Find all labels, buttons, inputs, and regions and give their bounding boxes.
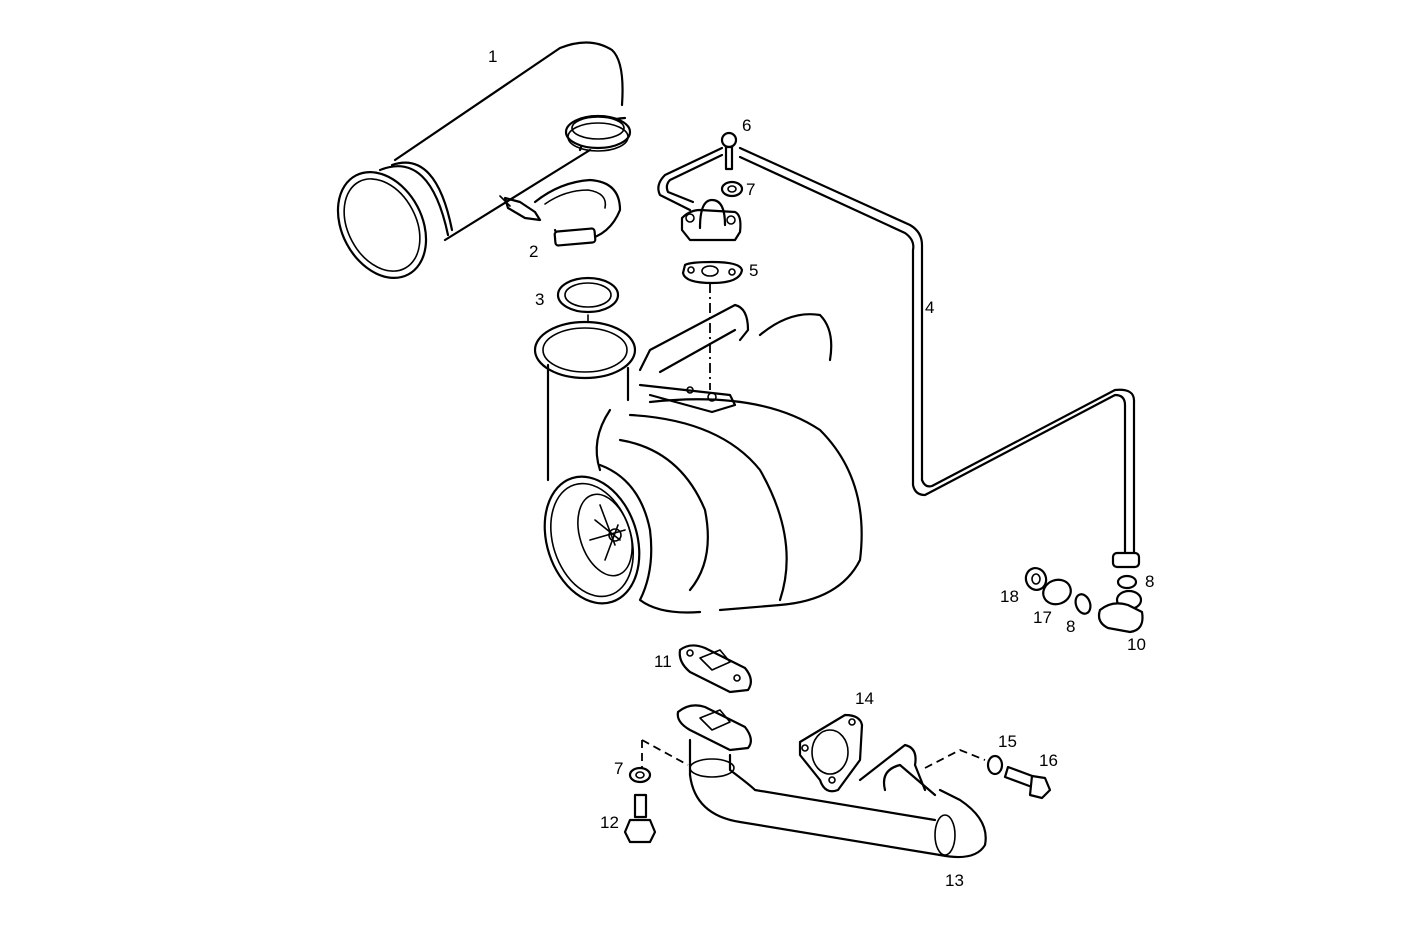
callout-3: 3 xyxy=(535,290,545,309)
part-17-nut xyxy=(1042,578,1072,606)
turbocharger-body xyxy=(533,303,863,614)
callout-13: 13 xyxy=(945,871,964,890)
part-4-oil-feed-pipe xyxy=(657,146,1141,569)
part-18-washer xyxy=(1024,567,1048,591)
callout-2: 2 xyxy=(529,242,539,261)
callout-8b: 8 xyxy=(1066,617,1076,636)
callout-7b: 7 xyxy=(614,759,624,778)
part-5-gasket xyxy=(681,260,744,285)
part-7-washer-bottom xyxy=(628,766,652,784)
callout-12: 12 xyxy=(600,813,619,832)
part-15-washer xyxy=(986,754,1004,776)
callout-1: 1 xyxy=(488,47,498,66)
part-11-gasket xyxy=(678,644,752,694)
callout-7a: 7 xyxy=(746,180,756,199)
callout-16: 16 xyxy=(1039,751,1058,770)
part-12-stud xyxy=(623,793,657,844)
part-7-washer-top xyxy=(720,180,744,198)
callout-6: 6 xyxy=(742,116,752,135)
part-14-gasket xyxy=(798,713,864,793)
part-1-intake-pipe xyxy=(336,41,632,279)
part-13-drain-pipe xyxy=(641,704,987,859)
part-8-washer-b xyxy=(1074,593,1092,615)
part-8-washer-a xyxy=(1116,574,1138,590)
callout-5: 5 xyxy=(749,261,759,280)
part-10-elbow xyxy=(1097,602,1144,634)
callout-10: 10 xyxy=(1127,635,1146,654)
callout-18: 18 xyxy=(1000,587,1019,606)
callout-17: 17 xyxy=(1033,608,1052,627)
part-16-bolt xyxy=(1003,765,1052,800)
callout-4: 4 xyxy=(925,298,935,317)
part-2-clamp xyxy=(499,178,622,247)
fittings-cluster xyxy=(1024,567,1144,634)
callout-15: 15 xyxy=(998,732,1017,751)
part-6-bolt xyxy=(720,131,738,171)
callout-8a: 8 xyxy=(1145,572,1155,591)
callout-11: 11 xyxy=(654,652,672,671)
callout-14: 14 xyxy=(855,689,874,708)
